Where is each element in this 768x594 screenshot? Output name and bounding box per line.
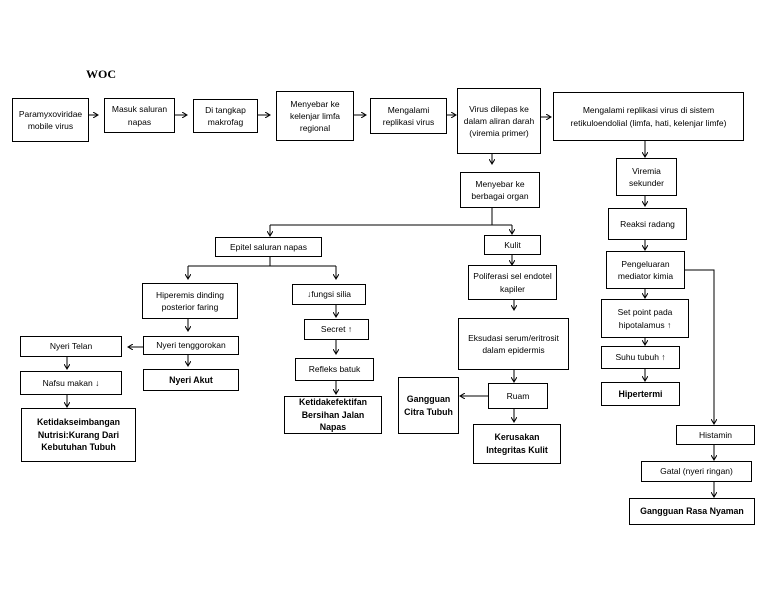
node-hiperemis-dinding: Hiperemis dinding posterior faring: [142, 283, 238, 319]
node-suhu-tubuh: Suhu tubuh ↑: [601, 346, 680, 369]
node-nafsu-makan: Nafsu makan ↓: [20, 371, 122, 395]
node-eksudasi-serum: Eksudasi serum/eritrosit dalam epidermis: [458, 318, 569, 370]
node-mengalami-replikasi-virus: Mengalami replikasi virus: [370, 98, 447, 134]
node-fungsi-silia: ↓fungsi silia: [292, 284, 366, 305]
node-menyebar-kelenjar-limfa: Menyebar ke kelenjar limfa regional: [276, 91, 354, 141]
node-gatal: Gatal (nyeri ringan): [641, 461, 752, 482]
node-gangguan-citra-tubuh: Gangguan Citra Tubuh: [398, 377, 459, 434]
node-nyeri-telan: Nyeri Telan: [20, 336, 122, 357]
node-set-point-hipotalamus: Set point pada hipotalamus ↑: [601, 299, 689, 338]
node-histamin: Histamin: [676, 425, 755, 445]
node-kulit: Kulit: [484, 235, 541, 255]
node-paramyxoviridae: Paramyxoviridae mobile virus: [12, 98, 89, 142]
node-nyeri-tenggorokan: Nyeri tenggorokan: [143, 336, 239, 355]
node-nyeri-akut: Nyeri Akut: [143, 369, 239, 391]
node-ketidakefektifan-bersihan: Ketidakefektifan Bersihan Jalan Napas: [284, 396, 382, 434]
node-secret: Secret ↑: [304, 319, 369, 340]
diagram-title: WOC: [86, 67, 116, 81]
node-ruam: Ruam: [488, 383, 548, 409]
node-viremia-primer: Virus dilepas ke dalam aliran darah (vir…: [457, 88, 541, 154]
node-pengeluaran-mediator: Pengeluaran mediator kimia: [606, 251, 685, 289]
arrow-n11-n32: [685, 269, 714, 424]
node-kerusakan-integritas-kulit: Kerusakan Integritas Kulit: [473, 424, 561, 464]
node-poliferasi-sel: Poliferasi sel endotel kapiler: [468, 265, 557, 300]
node-menyebar-berbagai-organ: Menyebar ke berbagai organ: [460, 172, 540, 208]
node-masuk-saluran-napas: Masuk saluran napas: [104, 98, 175, 133]
node-viremia-sekunder: Viremia sekunder: [616, 158, 677, 196]
node-di-tangkap-makrofag: Di tangkap makrofag: [193, 99, 258, 133]
node-replikasi-retikuloendolial: Mengalami replikasi virus di sistem reti…: [553, 92, 744, 141]
node-ketidakseimbangan-nutrisi: Ketidakseimbangan Nutrisi:Kurang Dari Ke…: [21, 408, 136, 462]
node-gangguan-rasa-nyaman: Gangguan Rasa Nyaman: [629, 498, 755, 525]
node-epitel-saluran-napas: Epitel saluran napas: [215, 237, 322, 257]
node-refleks-batuk: Refleks batuk: [295, 358, 374, 381]
node-reaksi-radang: Reaksi radang: [608, 208, 687, 240]
node-hipertermi: Hipertermi: [601, 382, 680, 406]
